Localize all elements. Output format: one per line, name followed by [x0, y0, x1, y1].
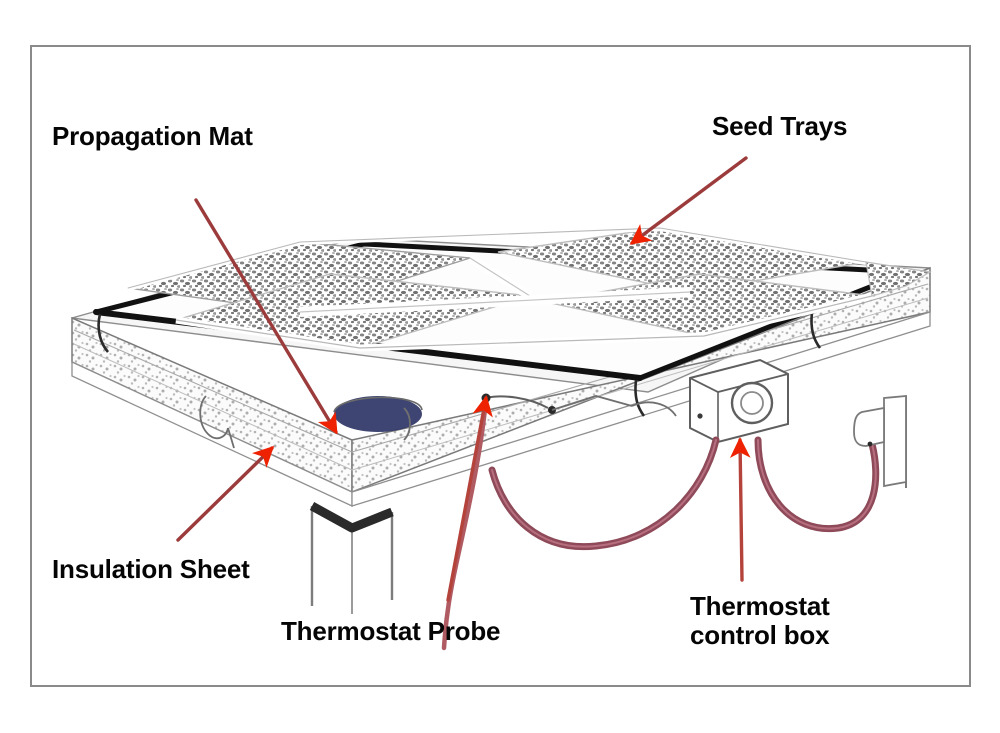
bench-leg-top-bracket [309, 502, 394, 533]
leader-line-insulation-sheet [176, 445, 275, 542]
mat-cutaway-lip [333, 396, 423, 413]
tray-rim-horizontal [299, 291, 691, 313]
plug-body [853, 406, 885, 447]
probe-wire [441, 395, 489, 651]
mat-lead-left-stub [227, 427, 235, 449]
power-cord [488, 436, 720, 551]
power-cords [488, 436, 880, 551]
bench-leg [309, 502, 394, 614]
mat-tab-mid [634, 379, 646, 417]
leader-line-control-box [729, 437, 751, 582]
callout-label-insulation-sheet: Insulation Sheet [52, 554, 250, 584]
callout-label-seed-trays: Seed Trays [712, 111, 848, 141]
callout-label-thermostat-probe: Thermostat Probe [281, 616, 501, 646]
callout-label-propagation-mat: Propagation Mat [52, 121, 253, 151]
mat-tab-left [97, 313, 110, 353]
mat-tab-right [810, 311, 822, 349]
socket-faceplate [883, 395, 907, 488]
control-box-label-line-2: control box [690, 620, 830, 651]
thermostat-probe [441, 393, 677, 651]
under-bench-hardware [199, 395, 411, 449]
plug-pin [867, 441, 873, 447]
bench-assembly [71, 224, 932, 651]
insulation-seam-left-a [73, 329, 353, 453]
seed-tray [865, 261, 932, 297]
thermostat-control-box [689, 358, 789, 444]
mat-heating-layer-cutaway [334, 396, 422, 432]
power-cord [754, 436, 880, 533]
control-box-label-line-1: Thermostat [690, 591, 830, 621]
mat-lead-left [199, 395, 229, 440]
leader-line-propagation-mat [194, 198, 338, 435]
wall-socket [853, 395, 907, 488]
tray-rim-outer-front [175, 295, 873, 349]
seed-tray-grid [127, 224, 932, 352]
leader-line-thermostat-probe [446, 395, 493, 602]
control-box-screw [697, 413, 703, 419]
probe-bracket [551, 395, 633, 411]
thermostat-dial-inner [740, 391, 764, 415]
insulation-seam-right-b [351, 297, 929, 471]
insulation-seam-left-b [73, 343, 353, 471]
leader-line-seed-trays [629, 156, 748, 245]
propagation-mat-right-edge [638, 270, 910, 380]
power-cord-highlights [491, 439, 877, 548]
callout-leaders [176, 156, 751, 602]
tray-rim-outer-back [127, 227, 867, 289]
tray-rim-vertical [469, 257, 531, 297]
mat-lead-mid [403, 407, 411, 441]
probe-clip [631, 401, 677, 417]
